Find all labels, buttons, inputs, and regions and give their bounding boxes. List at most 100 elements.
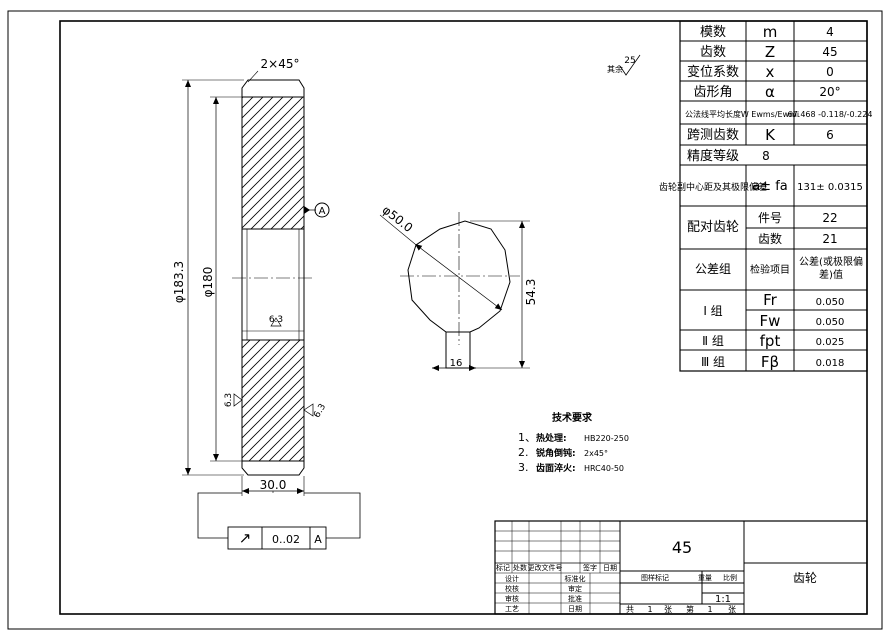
svg-text:8: 8	[762, 149, 770, 163]
svg-text:45: 45	[822, 45, 837, 59]
roughness-general: 其余 25	[607, 54, 641, 76]
svg-text:图样标记: 图样标记	[641, 573, 669, 582]
svg-text:Ⅰ 组: Ⅰ 组	[703, 304, 722, 318]
svg-text:Z: Z	[765, 43, 775, 61]
bore	[241, 228, 305, 341]
svg-text:1: 1	[647, 605, 652, 614]
svg-text:2x45°: 2x45°	[584, 449, 608, 458]
svg-text:6: 6	[826, 128, 834, 142]
roughness-bore: 6.3	[269, 315, 283, 325]
svg-text:fpt: fpt	[760, 332, 781, 350]
svg-text:签字: 签字	[583, 563, 597, 572]
svg-text:0.018: 0.018	[816, 358, 845, 369]
svg-text:跨测齿数: 跨测齿数	[687, 128, 739, 143]
svg-text:重量: 重量	[698, 574, 712, 582]
datum-label: A	[319, 206, 326, 217]
roughness-left: 6.3	[224, 393, 234, 407]
svg-text:齿数: 齿数	[758, 231, 782, 246]
svg-text:1: 1	[707, 605, 712, 614]
svg-text:齿轮副中心距及其极限偏差: 齿轮副中心距及其极限偏差	[659, 181, 767, 193]
svg-text:标准化: 标准化	[565, 574, 586, 583]
svg-text:0: 0	[826, 65, 834, 79]
svg-text:0.050: 0.050	[816, 297, 845, 308]
svg-text:设计: 设计	[505, 574, 519, 583]
dim-keyway-width: 16	[450, 358, 463, 369]
svg-text:精度等级: 精度等级	[687, 148, 739, 164]
tech-requirements: 技术要求 1、 热处理: HB220-250 2. 锐角倒钝: 2x45° 3.…	[518, 411, 629, 474]
svg-text:校核: 校核	[505, 584, 519, 593]
svg-text:22: 22	[822, 211, 837, 225]
tolerance-value: 0..02	[272, 533, 300, 546]
roughness-rest-label: 其余	[607, 64, 623, 74]
svg-text:Fr: Fr	[763, 291, 778, 309]
svg-text:W Ewms/Ewmi: W Ewms/Ewmi	[741, 110, 799, 119]
svg-text:件号: 件号	[758, 211, 782, 225]
runout-symbol: ↗	[239, 529, 252, 547]
svg-text:α: α	[765, 83, 775, 101]
hatch-lower	[241, 339, 305, 462]
svg-text:处数: 处数	[513, 563, 527, 572]
svg-text:公差组: 公差组	[695, 262, 731, 276]
svg-text:张: 张	[664, 605, 672, 614]
tech-title: 技术要求	[552, 411, 593, 424]
svg-text:21: 21	[822, 232, 837, 246]
outer-border	[7, 10, 883, 630]
svg-text:模数: 模数	[700, 25, 726, 40]
tolerance-datum: A	[314, 533, 322, 546]
dim-keyway-height: 54.3	[524, 279, 538, 306]
svg-text:热处理:: 热处理:	[536, 432, 567, 444]
svg-text:审定: 审定	[568, 584, 582, 593]
svg-text:2.: 2.	[518, 446, 529, 459]
svg-text:批准: 批准	[568, 594, 582, 603]
part-name: 齿轮	[793, 571, 817, 585]
title-block: 标记 处数 更改文件号 签字 日期 设计 校核 审核 工艺 标准化 审定 批准 …	[494, 520, 868, 615]
svg-text:共: 共	[626, 605, 634, 614]
tolerance-frame: ↗ 0..02 A	[227, 526, 327, 550]
svg-text:x: x	[766, 63, 775, 81]
svg-text:K: K	[765, 126, 776, 144]
chamfer-top	[241, 79, 305, 97]
svg-text:Ⅱ 组: Ⅱ 组	[702, 334, 724, 348]
tol-header-value: 公差(或极限偏差)值	[799, 257, 863, 281]
svg-text:m: m	[763, 23, 778, 41]
svg-text:0.025: 0.025	[816, 337, 845, 348]
svg-text:检验项目: 检验项目	[750, 263, 790, 276]
roughness-right: 6.3	[312, 402, 328, 419]
dim-outer-diameter: φ183.3	[172, 261, 186, 303]
chamfer-bottom	[241, 461, 305, 476]
svg-text:1、: 1、	[518, 431, 536, 444]
svg-text:67.468 -0.118/-0.224: 67.468 -0.118/-0.224	[788, 110, 873, 119]
svg-text:标记: 标记	[496, 563, 510, 572]
svg-text:HRC40-50: HRC40-50	[584, 464, 624, 473]
svg-text:0.050: 0.050	[816, 317, 845, 328]
svg-text:20°: 20°	[819, 85, 840, 99]
svg-text:第: 第	[686, 604, 694, 614]
svg-text:Fβ: Fβ	[761, 353, 779, 371]
svg-text:齿面淬火:: 齿面淬火:	[536, 462, 576, 474]
hatch-upper	[241, 96, 305, 230]
svg-text:配对齿轮: 配对齿轮	[687, 220, 739, 235]
gear-parameter-table: 模数 m 4 齿数 Z 45 变位系数 x 0 齿形角 α 20° 公法线平均长…	[659, 20, 873, 372]
svg-text:131± 0.0315: 131± 0.0315	[797, 182, 863, 193]
svg-text:日期: 日期	[568, 605, 582, 613]
svg-text:变位系数: 变位系数	[687, 64, 739, 80]
svg-text:张: 张	[728, 605, 736, 614]
svg-text:Ⅲ 组: Ⅲ 组	[701, 355, 725, 369]
svg-text:审核: 审核	[505, 594, 519, 603]
roughness-rest-value: 25	[624, 56, 635, 66]
svg-text:齿数: 齿数	[700, 45, 726, 60]
datum-circle	[314, 202, 330, 218]
scale: 1:1	[715, 594, 731, 605]
hole-end-view: φ50.0 54.3 16	[380, 203, 538, 371]
svg-text:日期: 日期	[603, 564, 617, 572]
svg-text:锐角倒钝:: 锐角倒钝:	[536, 447, 576, 459]
chamfer-label: 2×45°	[261, 57, 300, 71]
svg-text:比例: 比例	[723, 573, 737, 582]
material: 45	[672, 538, 692, 557]
svg-text:更改文件号: 更改文件号	[528, 563, 563, 572]
svg-text:工艺: 工艺	[505, 605, 519, 613]
svg-text:3.: 3.	[518, 461, 529, 474]
dim-root-diameter: φ180	[201, 267, 215, 298]
gear-section-view: φ183.3 φ180 2×45° 30.0 A 6.3 6.3 6.3	[172, 57, 361, 539]
